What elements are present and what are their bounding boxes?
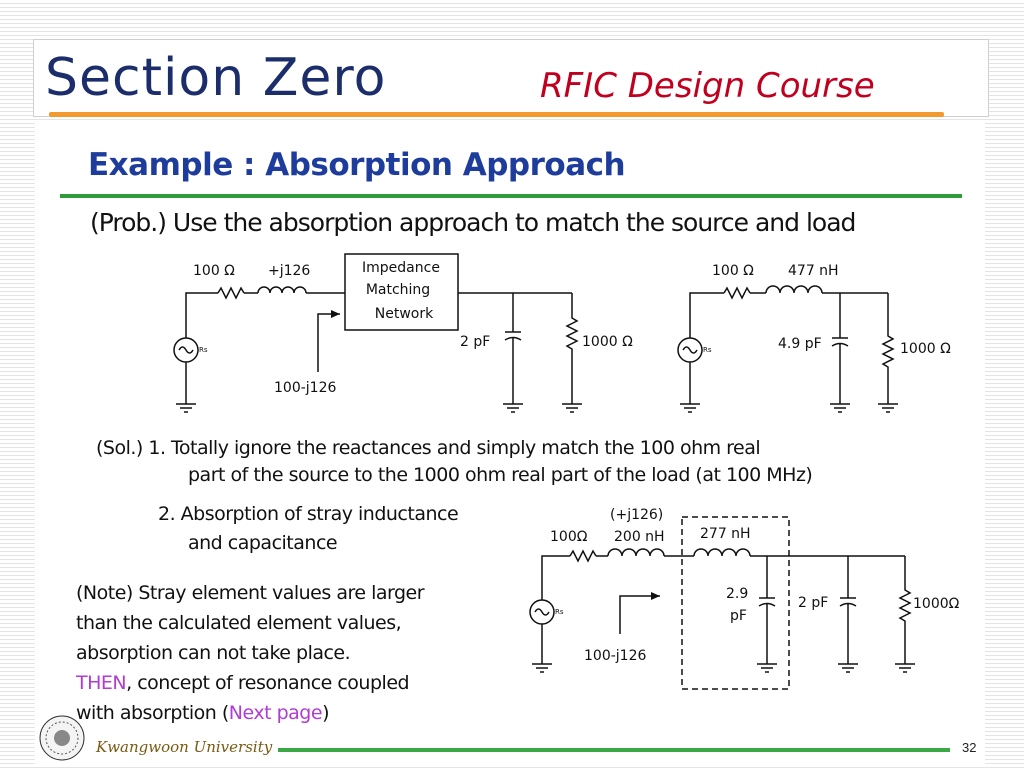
circuit2	[680, 285, 898, 413]
matching-network-box	[344, 253, 459, 331]
note-line4: THEN, concept of resonance coupled	[76, 672, 410, 694]
circuit2-inductor	[765, 285, 823, 294]
c3-reactance-label: (+j126)	[610, 507, 663, 523]
solution-line2b: and capacitance	[188, 532, 338, 554]
c3-c1-unit: pF	[730, 608, 747, 624]
c1-source-r-label: 100 Ω	[193, 263, 235, 279]
circuit3-inductor-277nH	[693, 548, 751, 557]
c1-box-line3: Network	[375, 306, 434, 322]
note-then-highlight: THEN	[76, 672, 127, 694]
note-line1: (Note) Stray element values are larger	[76, 582, 425, 604]
footer-divider	[278, 748, 950, 752]
circuit3-inductor-200nH	[607, 548, 665, 557]
c3-arrow-label: 100-j126	[584, 648, 646, 664]
solution-line2a: 2. Absorption of stray inductance	[158, 503, 459, 525]
c1-cap-label: 2 pF	[460, 334, 490, 350]
circuit3-resistor	[569, 549, 597, 563]
note-line5-start: with absorption (	[76, 702, 229, 724]
circuit1	[176, 253, 582, 413]
c3-src-mark: Rs	[555, 608, 564, 616]
c3-cap-label: 2 pF	[798, 595, 828, 611]
solution-line1a: (Sol.) 1. Totally ignore the reactances …	[96, 437, 761, 459]
note-line4-rest: , concept of resonance coupled	[126, 672, 410, 694]
solution-line1b: part of the source to the 1000 ohm real …	[188, 464, 813, 486]
header-divider	[49, 112, 944, 117]
c2-inductor-label: 477 nH	[788, 263, 839, 279]
note-line5-end: )	[322, 702, 329, 724]
c1-source-x-label: +j126	[268, 263, 310, 279]
header-box	[33, 39, 989, 117]
circuit1-source-icon	[173, 337, 199, 363]
c2-source-r-label: 100 Ω	[712, 263, 754, 279]
circuit1-arrow-icon	[331, 310, 340, 318]
circuit3-arrow-icon	[651, 592, 660, 600]
c3-c1-value: 2.9	[726, 586, 748, 602]
section-title: Section Zero	[45, 48, 387, 108]
university-name: Kwangwoon University	[96, 738, 273, 756]
circuit3-source-icon	[529, 599, 555, 625]
next-page-link[interactable]: Next page	[228, 702, 323, 724]
c1-arrow-label: 100-j126	[274, 380, 336, 396]
circuit3	[532, 516, 915, 690]
c3-source-r-label: 100Ω	[550, 529, 588, 545]
c3-l1-label: 200 nH	[614, 529, 665, 545]
title-divider	[60, 194, 962, 198]
circuit1-resistor	[217, 286, 245, 300]
c2-load-label: 1000 Ω	[900, 341, 951, 357]
example-title: Example : Absorption Approach	[88, 147, 626, 183]
c2-cap-label: 4.9 pF	[778, 336, 822, 352]
c2-src-mark: Rs	[703, 346, 712, 354]
circuit2-source-icon	[677, 337, 703, 363]
c1-src-mark: Rs	[199, 346, 208, 354]
circuit1-inductor	[257, 286, 307, 294]
note-line5: with absorption (Next page)	[76, 702, 329, 724]
course-title: RFIC Design Course	[540, 66, 875, 106]
c1-load-label: 1000 Ω	[582, 334, 633, 350]
c1-box-line2: Matching	[366, 282, 430, 298]
note-line3: absorption can not take place.	[76, 642, 351, 664]
slide-content-panel	[35, 120, 985, 765]
note-line2: than the calculated element values,	[76, 612, 402, 634]
c3-l2-label: 277 nH	[700, 526, 751, 542]
circuit2-resistor	[723, 286, 751, 300]
university-logo-icon	[39, 715, 85, 761]
c3-load-label: 1000Ω	[913, 596, 960, 612]
c1-box-line1: Impedance	[362, 260, 440, 276]
problem-statement: (Prob.) Use the absorption approach to m…	[90, 208, 856, 237]
absorption-boundary	[681, 516, 790, 690]
page-number: 32	[962, 740, 977, 755]
